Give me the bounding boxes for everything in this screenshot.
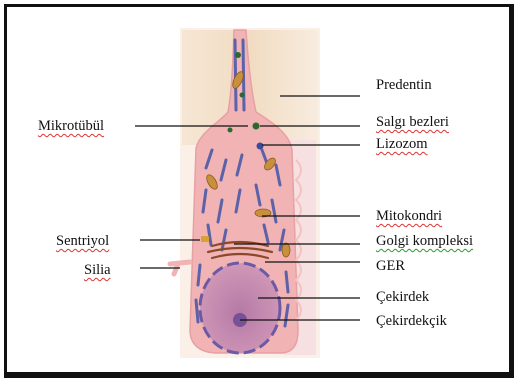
label-cekirdek: Çekirdek: [376, 289, 429, 305]
label-silia: Silia: [84, 262, 111, 278]
label-mikrotubul: Mikrotübül: [38, 118, 104, 134]
label-lizozom: Lizozom: [376, 136, 428, 152]
label-cekirdekcik: Çekirdekçik: [376, 313, 447, 329]
nucleus: [200, 263, 280, 353]
label-sentriyol: Sentriyol: [56, 233, 109, 249]
label-salgi-bezleri: Salgı bezleri: [376, 114, 449, 130]
label-predentin: Predentin: [376, 77, 432, 93]
label-ger: GER: [376, 258, 405, 274]
label-mitokondri: Mitokondri: [376, 208, 442, 224]
label-golgi-kompleksi: Golgi kompleksi: [376, 233, 473, 249]
